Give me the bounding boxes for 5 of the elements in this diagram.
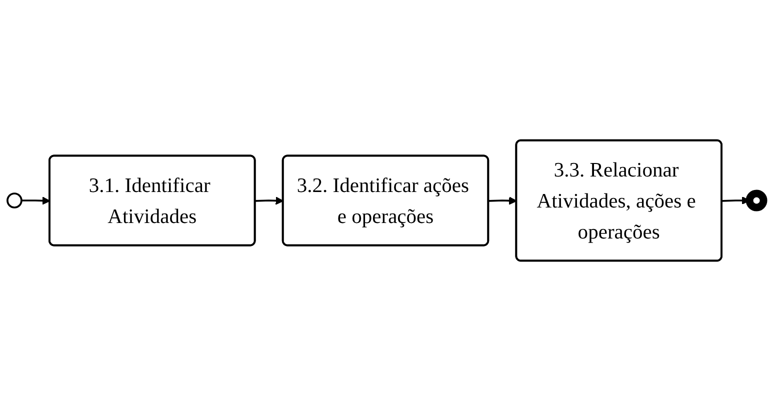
- arrow: [21, 196, 50, 205]
- node-circle: [6, 192, 22, 208]
- arrow: [255, 196, 284, 205]
- arrow: [488, 196, 518, 205]
- node-circle: [746, 190, 768, 212]
